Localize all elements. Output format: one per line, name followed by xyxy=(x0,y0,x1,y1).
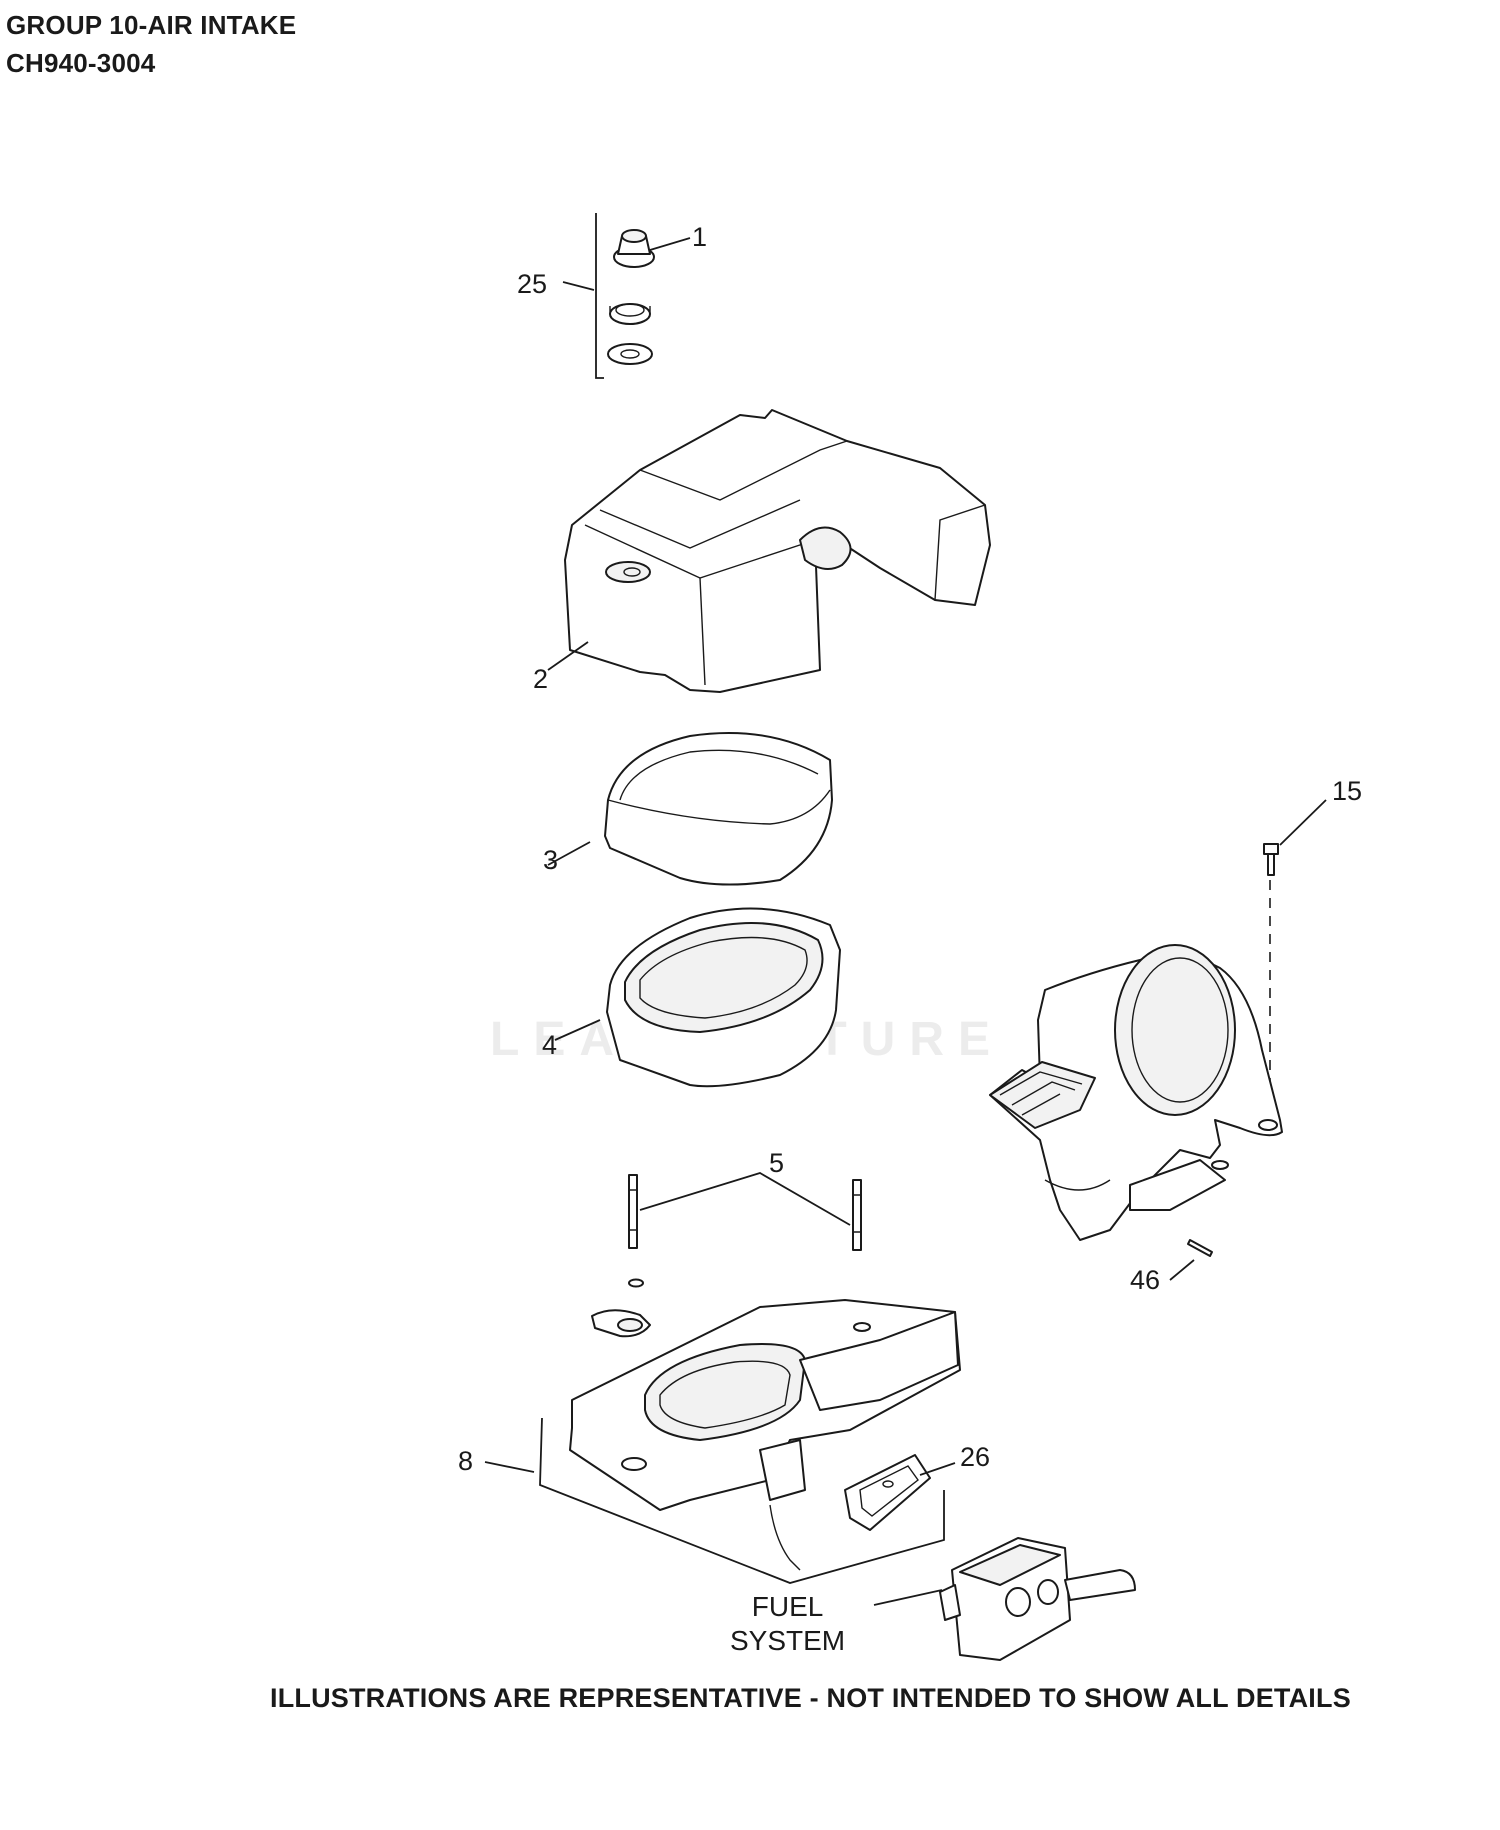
fuel-system-carburetor xyxy=(873,1537,1136,1661)
fuel-label-line2: SYSTEM xyxy=(730,1624,846,1656)
callout-46: 46 xyxy=(1130,1265,1161,1295)
part-5-studs xyxy=(628,1172,862,1251)
fuel-label-line1: FUEL xyxy=(751,1591,824,1622)
fuel-system-label: FUEL SYSTEM xyxy=(730,1590,845,1657)
part-25-cap-kit xyxy=(562,213,691,379)
callout-5: 5 xyxy=(769,1148,785,1178)
intake-elbow-duct xyxy=(989,944,1283,1241)
part-26-gasket xyxy=(844,1454,956,1531)
callout-1: 1 xyxy=(692,222,708,252)
part-4-air-filter xyxy=(554,907,841,1088)
callout-8: 8 xyxy=(458,1446,474,1476)
callout-4: 4 xyxy=(542,1030,558,1060)
callout-26: 26 xyxy=(960,1442,991,1472)
washer xyxy=(607,343,653,365)
callout-15: 15 xyxy=(1332,776,1363,806)
part-46-pin xyxy=(1169,1239,1213,1281)
callout-25: 25 xyxy=(517,269,548,299)
seal-ring xyxy=(609,303,651,325)
callout-3: 3 xyxy=(543,845,559,875)
footer-disclaimer: ILLUSTRATIONS ARE REPRESENTATIVE - NOT I… xyxy=(270,1683,1351,1713)
part-15-bolt xyxy=(1263,799,1327,1110)
part-8-air-cleaner-base xyxy=(484,1278,961,1584)
part-2-air-cleaner-cover xyxy=(547,409,991,693)
callout-2: 2 xyxy=(533,664,549,694)
model-number: CH940-3004 xyxy=(6,48,156,78)
part-1-cap xyxy=(613,229,655,268)
group-title: GROUP 10-AIR INTAKE xyxy=(6,10,297,40)
part-3-precleaner xyxy=(547,732,833,886)
base-bracket xyxy=(591,1278,651,1338)
